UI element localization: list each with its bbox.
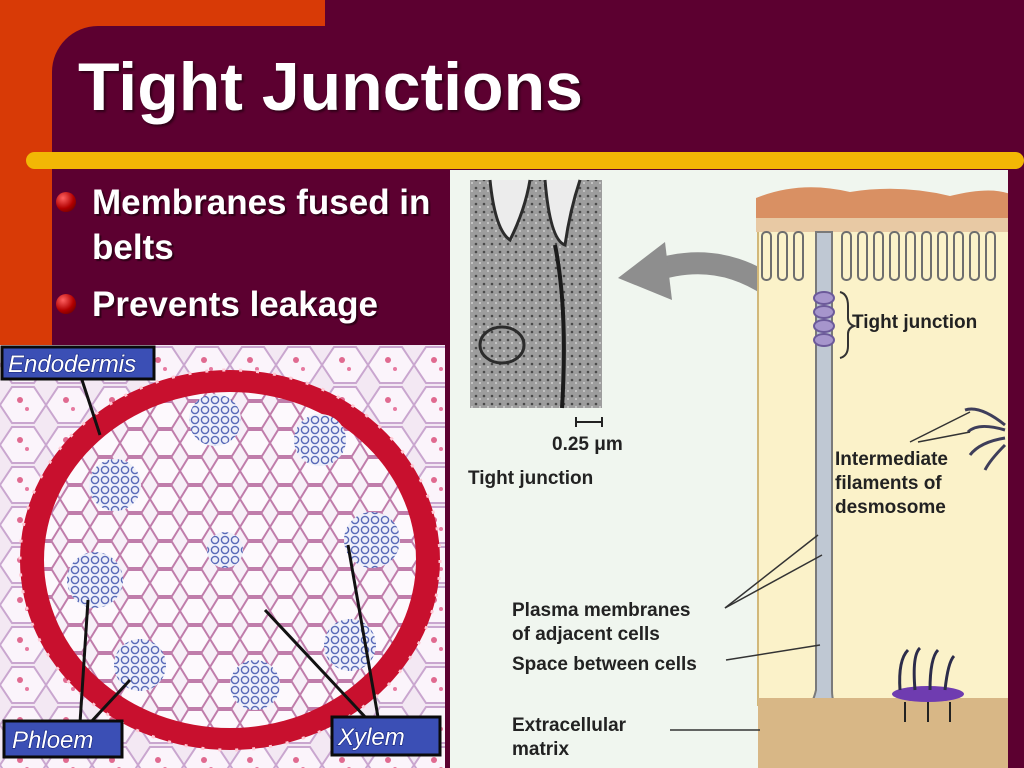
desmosome-filaments (964, 407, 1007, 471)
extracellular-matrix-label-line1: Extracellular (512, 715, 627, 736)
bullet-list: Membranes fused in belts Prevents leakag… (56, 180, 446, 339)
intermediate-label-line3: desmosome (835, 497, 946, 518)
bullet-dot-icon (56, 192, 76, 212)
bullet-dot-icon (56, 294, 76, 314)
intermediate-label-line2: filaments of (835, 473, 942, 494)
slide-title: Tight Junctions (78, 49, 583, 125)
plasma-membranes-label-line2: of adjacent cells (512, 624, 660, 645)
bullet-item-membranes: Membranes fused in belts (56, 180, 446, 270)
tight-junction-knots (813, 291, 835, 347)
scale-bar-label: 0.25 μm (552, 434, 623, 455)
diagram-image: 0.25 μm Tight junction (468, 179, 1008, 768)
bullet-text: Prevents leakage (92, 285, 379, 324)
microvilli (761, 231, 996, 281)
em-caption: Tight junction (468, 468, 593, 489)
bullet-text: Membranes fused in belts (92, 183, 431, 267)
tight-junction-diagram: 0.25 μm Tight junction (450, 170, 1008, 768)
xylem-label: Xylem (337, 724, 405, 751)
micrograph-image: Endodermis Phloem Xylem (0, 345, 445, 768)
tight-junction-label: Tight junction (852, 312, 977, 333)
plasma-membranes-label-line1: Plasma membranes (512, 600, 691, 621)
electron-micrograph (470, 180, 602, 408)
bullet-item-leakage: Prevents leakage (56, 282, 446, 327)
extracellular-matrix-label-line2: matrix (512, 739, 569, 760)
title-underline-bar (26, 152, 1024, 169)
endodermis-label: Endodermis (8, 351, 136, 378)
space-between-cells-label: Space between cells (512, 654, 697, 675)
intermediate-label-line1: Intermediate (835, 449, 948, 470)
root-cross-section-micrograph: Endodermis Phloem Xylem (0, 345, 445, 768)
phloem-label: Phloem (12, 727, 93, 754)
